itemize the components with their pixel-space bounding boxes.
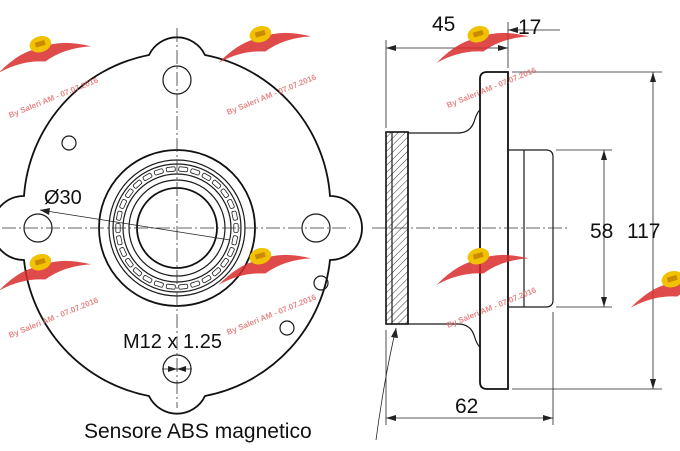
roller bbox=[142, 275, 153, 284]
watermark-text: By Saleri AM - 07.07.2016 bbox=[445, 285, 538, 329]
roller bbox=[132, 179, 143, 189]
roller bbox=[178, 283, 189, 290]
thread-label: M12 x 1.25 bbox=[123, 331, 222, 353]
roller-cage bbox=[115, 166, 239, 290]
roller bbox=[165, 166, 176, 173]
roller bbox=[220, 257, 229, 268]
roller bbox=[178, 166, 189, 173]
flange-plate bbox=[479, 71, 509, 390]
roller bbox=[142, 172, 153, 181]
roller bbox=[201, 275, 212, 284]
roller bbox=[211, 267, 222, 277]
roller bbox=[190, 168, 201, 176]
pilot-hole-1 bbox=[61, 135, 77, 151]
dim-45-label: 45 bbox=[432, 13, 455, 36]
roller bbox=[220, 188, 229, 199]
roller bbox=[125, 188, 134, 199]
side-view: 45 17 58 117 62 bbox=[372, 13, 662, 441]
dim-117-label: 117 bbox=[627, 220, 660, 243]
roller bbox=[165, 283, 176, 290]
pilot-spigot bbox=[508, 149, 554, 308]
roller bbox=[190, 280, 201, 288]
hub-body bbox=[408, 109, 481, 134]
sensor-label: Sensore ABS magnetico bbox=[84, 420, 312, 443]
roller bbox=[153, 280, 164, 288]
watermark-logos bbox=[0, 13, 680, 310]
sensor-leader bbox=[375, 327, 397, 441]
diameter-leader bbox=[39, 209, 231, 241]
roller bbox=[132, 267, 143, 277]
bore-diameter-label: Ø30 bbox=[44, 187, 82, 209]
roller bbox=[153, 168, 164, 176]
watermark-text: By Saleri AM - 07.07.2016 bbox=[225, 72, 318, 116]
roller bbox=[119, 199, 127, 209]
watermark-texts: By Saleri AM - 07.07.2016 By Saleri AM -… bbox=[7, 65, 538, 339]
roller bbox=[227, 247, 235, 257]
diameter-arrow bbox=[40, 208, 50, 215]
roller bbox=[227, 199, 235, 209]
pilot-hole-2 bbox=[313, 275, 329, 291]
roller bbox=[231, 235, 238, 246]
roller bbox=[211, 179, 222, 189]
roller bbox=[231, 210, 238, 221]
watermark-text: By Saleri AM - 07.07.2016 bbox=[7, 75, 100, 119]
front-view: Ø30 M12 x 1.25 bbox=[0, 28, 363, 415]
dim-17-label: 17 bbox=[518, 16, 541, 39]
watermark-text: By Saleri AM - 07.07.2016 bbox=[7, 295, 100, 339]
roller bbox=[201, 172, 212, 181]
roller bbox=[116, 210, 123, 221]
flange-outline bbox=[0, 36, 363, 415]
roller bbox=[116, 235, 123, 246]
roller bbox=[119, 247, 127, 257]
roller bbox=[125, 257, 134, 268]
dim-58-label: 58 bbox=[590, 220, 613, 243]
pilot-hole-3 bbox=[279, 320, 295, 336]
dim-62-label: 62 bbox=[455, 395, 478, 418]
